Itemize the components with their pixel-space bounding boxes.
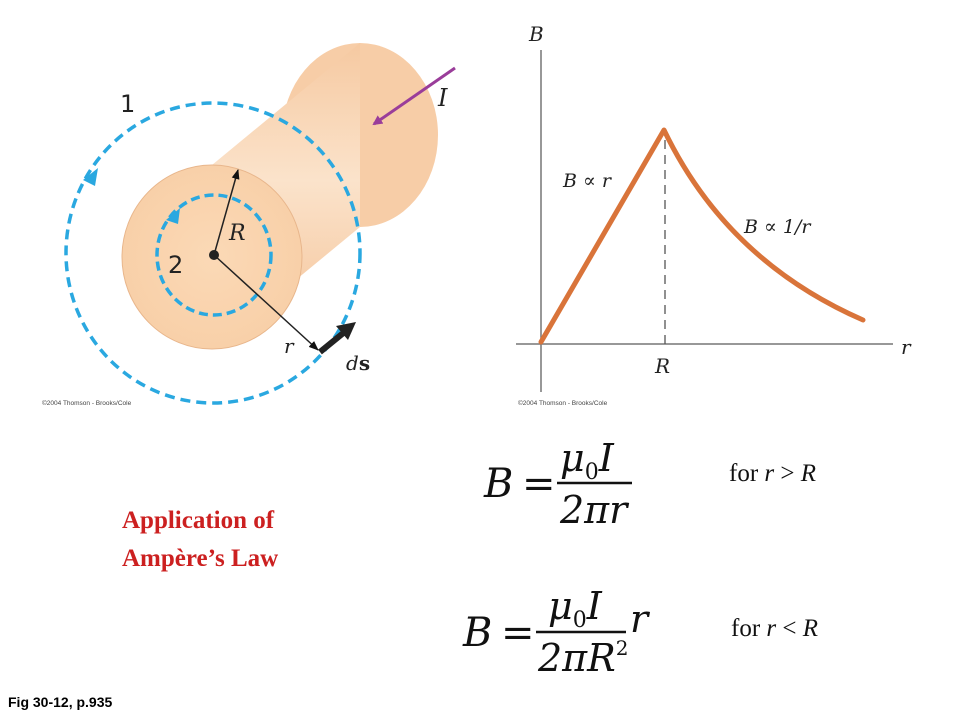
eq2-mu-sub: 0 xyxy=(573,608,587,633)
eq2-lhs: B xyxy=(462,610,492,656)
eq1-cond-r: r xyxy=(764,460,774,487)
eq1-I: I xyxy=(598,436,615,480)
slide-title-line-1: Application of xyxy=(122,507,275,534)
eq2-cond-op: < xyxy=(782,615,796,642)
eq1-condition: for r > R xyxy=(729,460,816,487)
eq2-denominator: 2πR2 xyxy=(537,636,629,680)
radius-R-arrow xyxy=(213,169,240,256)
label-B-prop-r: B ∝ r xyxy=(562,170,613,192)
current-label: I xyxy=(437,84,448,112)
eq1-denominator: 2πr xyxy=(559,488,630,532)
eq1-mu-sub: 0 xyxy=(585,460,599,485)
ds-arrow-icon xyxy=(318,327,349,355)
ds-label-s: s xyxy=(359,351,370,375)
b-vs-r-graph: B r R B ∝ r B ∝ 1/r ©2004 Thomson - Broo… xyxy=(516,22,912,407)
eq2-denominator-base: 2πR xyxy=(537,636,616,680)
current-arrow-icon xyxy=(372,66,456,126)
eq1-cond-R: R xyxy=(800,460,816,487)
graph-ylabel: B xyxy=(528,22,544,46)
eq2-numerator: μ0I xyxy=(548,584,603,633)
amperian-loop-1 xyxy=(64,101,362,405)
ds-arrowhead-icon xyxy=(336,322,356,340)
eq1-mu: μ xyxy=(560,436,585,480)
radius-R-label: R xyxy=(228,221,246,246)
graph-tick-R: R xyxy=(654,354,670,378)
amperian-loop-2 xyxy=(155,193,273,317)
left-figure-copyright: ©2004 Thomson - Brooks/Cole xyxy=(42,399,132,407)
loop-2-label: 2 xyxy=(168,251,183,279)
ds-label-d: d xyxy=(346,351,359,375)
eq2-mu: μ xyxy=(548,584,573,628)
graph-xlabel: r xyxy=(901,335,912,359)
equation-outside: B = μ0I 2πr for r > R xyxy=(483,436,816,532)
eq2-condition: for r < R xyxy=(731,615,818,642)
graph-copyright: ©2004 Thomson - Brooks/Cole xyxy=(518,399,608,407)
field-curve xyxy=(538,127,866,345)
loop-1-label: 1 xyxy=(120,90,135,118)
eq2-equals: = xyxy=(501,610,535,656)
eq2-cond-R: R xyxy=(802,615,818,642)
radius-r-label: r xyxy=(284,334,295,358)
slide-title-line-2: Ampère’s Law xyxy=(122,545,279,572)
eq2-cond-for: for xyxy=(731,615,761,642)
ds-label: ds xyxy=(346,351,370,375)
equation-inside: B = μ0I 2πR2 r for r < R xyxy=(462,584,818,680)
eq1-numerator: μ0I xyxy=(560,436,615,485)
eq2-factor-r: r xyxy=(630,597,651,641)
loop-2-arrow-icon xyxy=(166,208,180,224)
cylinder-figure: 1 2 I R r ds ©2004 Thomson - Brooks/Cole xyxy=(42,43,456,407)
eq2-I: I xyxy=(586,584,603,628)
eq1-cond-op: > xyxy=(780,460,794,487)
figure-reference: Fig 30-12, p.935 xyxy=(8,694,113,710)
loop-1-arrow-icon xyxy=(83,168,98,186)
eq2-denominator-exp: 2 xyxy=(616,636,629,660)
eq1-equals: = xyxy=(522,461,556,507)
eq2-cond-r: r xyxy=(766,615,776,642)
eq1-cond-for: for xyxy=(729,460,759,487)
radius-r-arrow xyxy=(213,254,319,351)
label-B-prop-inverse-r: B ∝ 1/r xyxy=(743,216,812,238)
eq1-lhs: B xyxy=(483,461,513,507)
